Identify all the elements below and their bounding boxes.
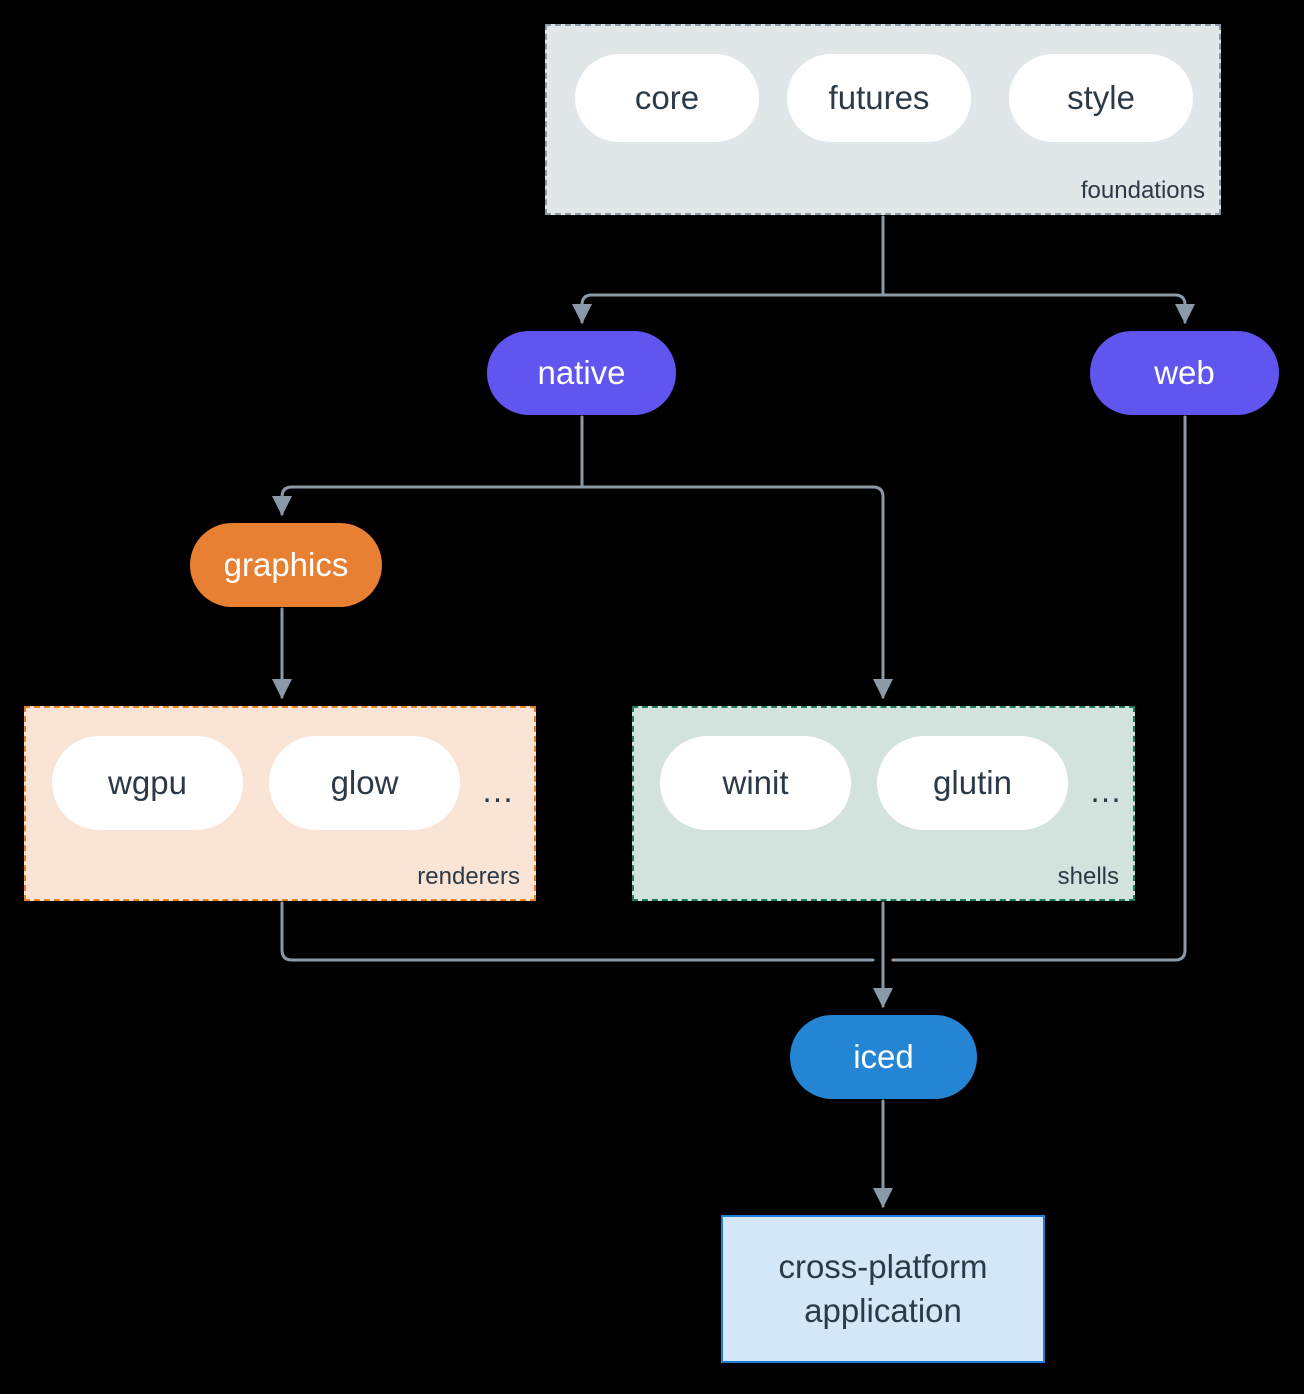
edge-native-to-shells (580, 485, 893, 699)
node-cross-platform-application[interactable]: cross-platform application (721, 1215, 1045, 1363)
node-native-label: native (537, 354, 626, 391)
node-shells-more: … (1089, 772, 1122, 809)
cluster-renderers-label: renderers (417, 863, 520, 890)
node-web[interactable]: web (1090, 331, 1279, 415)
node-application-line2: application (804, 1292, 962, 1329)
node-web-label: web (1154, 354, 1215, 391)
node-wgpu-label: wgpu (108, 764, 187, 801)
edge-renderers-to-iced (280, 901, 875, 962)
node-winit-label: winit (722, 764, 789, 801)
node-glow[interactable]: glow (269, 736, 460, 830)
node-core[interactable]: core (575, 54, 759, 142)
cluster-foundations: core futures style foundations (545, 24, 1221, 215)
cluster-renderers: wgpu glow … renderers (24, 706, 536, 901)
node-iced[interactable]: iced (790, 1015, 977, 1099)
edge-native-to-graphics (272, 485, 584, 516)
node-futures-label: futures (828, 79, 930, 116)
cluster-shells-label: shells (1057, 863, 1119, 890)
node-style[interactable]: style (1009, 54, 1193, 142)
node-glow-label: glow (330, 764, 399, 801)
cluster-shells: winit glutin … shells (632, 706, 1135, 901)
node-graphics-label: graphics (223, 546, 349, 583)
edge-foundations-to-web (881, 293, 1195, 324)
node-glutin-label: glutin (933, 764, 1012, 801)
node-iced-label: iced (853, 1038, 914, 1075)
node-winit[interactable]: winit (660, 736, 851, 830)
edge-foundations-to-native (572, 293, 885, 324)
node-style-label: style (1067, 79, 1135, 116)
node-graphics[interactable]: graphics (190, 523, 382, 607)
node-glutin[interactable]: glutin (877, 736, 1068, 830)
node-core-label: core (634, 79, 700, 116)
cluster-foundations-label: foundations (1080, 177, 1205, 204)
node-futures[interactable]: futures (787, 54, 971, 142)
node-wgpu[interactable]: wgpu (52, 736, 243, 830)
node-native[interactable]: native (487, 331, 676, 415)
node-application-line1: cross-platform (778, 1248, 988, 1286)
node-renderers-more: … (481, 772, 514, 809)
